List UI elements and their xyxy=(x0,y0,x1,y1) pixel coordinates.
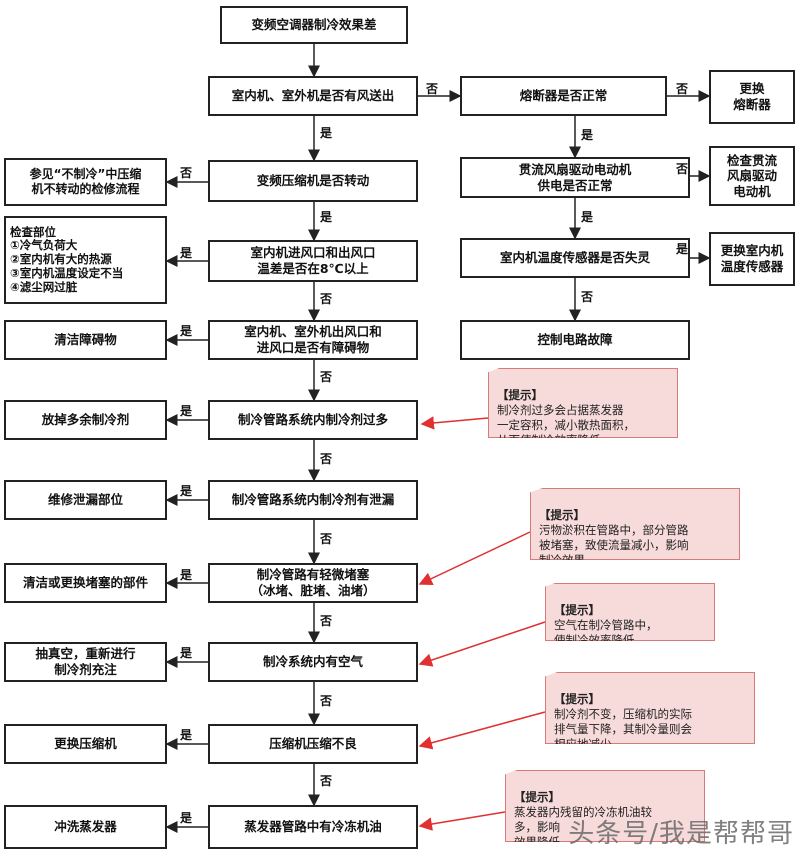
label-no: 否 xyxy=(676,162,689,176)
node-q-leak: 制冷管路系统内制冷剂有泄漏 xyxy=(208,480,418,520)
hint-note-text: 污物淤积在管路中，部分管路 被堵塞，致使流量减小，影响 制冷效果 xyxy=(539,522,689,567)
node-q-fan: 贯流风扇驱动电动机 供电是否正常 xyxy=(460,157,690,198)
label-no: 否 xyxy=(426,82,439,96)
label-no: 否 xyxy=(320,452,333,466)
label-yes: 是 xyxy=(581,128,594,142)
node-a-weak: 更换压缩机 xyxy=(4,724,167,764)
node-q-sensor: 室内机温度传感器是否失灵 xyxy=(460,238,690,278)
hint-note-title: 【提示】 xyxy=(514,789,560,804)
label-no: 否 xyxy=(320,532,333,546)
node-a-oil: 冲洗蒸发器 xyxy=(4,805,167,849)
node-q-over: 制冷管路系统内制冷剂过多 xyxy=(208,400,418,440)
node-start: 变频空调器制冷效果差 xyxy=(220,6,408,44)
hint-note-title: 【提示】 xyxy=(554,602,600,617)
node-a-over: 放掉多余制冷剂 xyxy=(4,400,167,440)
node-q-fuse: 熔断器是否正常 xyxy=(460,76,667,116)
label-yes: 是 xyxy=(581,210,594,224)
node-a-clog: 清洁或更换堵塞的部件 xyxy=(4,563,167,603)
label-yes: 是 xyxy=(180,568,193,582)
node-a-comp: 参见“不制冷”中压缩 机不转动的检修流程 xyxy=(4,158,167,206)
hint-note-text: 空气在制冷管路中， 使制冷效率降低 xyxy=(554,617,658,647)
label-yes: 是 xyxy=(320,126,333,140)
label-no: 否 xyxy=(320,370,333,384)
node-ctrl: 控制电路故障 xyxy=(460,320,690,360)
label-no: 否 xyxy=(676,82,689,96)
note-arrow-4 xyxy=(418,711,546,750)
hint-note-text: 蒸发器内残留的冷冻机油较 多，影响 效果降低 xyxy=(514,804,652,849)
label-yes: 是 xyxy=(180,246,193,260)
label-no: 否 xyxy=(581,290,594,304)
node-q-comp: 变频压缩机是否转动 xyxy=(208,160,418,202)
node-q-air: 制冷系统内有空气 xyxy=(208,642,418,682)
label-no: 否 xyxy=(320,292,333,306)
node-a-temp: 检查部位 ①冷气负荷大 ②室内机有大的热源 ③室内机温度设定不当 ④滤尘网过脏 xyxy=(4,216,167,304)
hint-note-title: 【提示】 xyxy=(497,387,543,402)
node-q-block: 室内机、室外机出风口和 进风口是否有障碍物 xyxy=(208,320,418,360)
node-q-clog: 制冷管路有轻微堵塞 （冰堵、脏堵、油堵） xyxy=(208,563,418,603)
hint-note-text: 制冷剂不变，压缩机的实际 排气量下降，其制冷量则会 相应地减少 xyxy=(554,706,692,751)
label-no: 否 xyxy=(320,614,333,628)
label-no: 否 xyxy=(180,166,193,180)
node-a-block: 清洁障碍物 xyxy=(4,320,167,360)
node-q-oil: 蒸发器管路中有冷冻机油 xyxy=(208,805,418,849)
label-yes: 是 xyxy=(180,404,193,418)
hint-note-text: 制冷剂过多会占据蒸发器 一定容积，减小散热面积， 从而使制冷效率降低 xyxy=(497,402,635,447)
hint-note-3: 【提示】空气在制冷管路中， 使制冷效率降低 xyxy=(545,583,715,641)
hint-note-5: 【提示】蒸发器内残留的冷冻机油较 多，影响 效果降低 xyxy=(505,770,705,842)
node-a-leak: 维修泄漏部位 xyxy=(4,480,167,520)
node-q-wind: 室内机、室外机是否有风送出 xyxy=(208,76,418,116)
label-yes: 是 xyxy=(180,324,193,338)
label-yes: 是 xyxy=(180,484,193,498)
label-yes: 是 xyxy=(676,242,689,256)
node-a-air: 抽真空，重新进行 制冷剂充注 xyxy=(4,642,167,682)
note-arrow-2 xyxy=(418,531,531,585)
hint-note-title: 【提示】 xyxy=(539,507,585,522)
hint-note-1: 【提示】制冷剂过多会占据蒸发器 一定容积，减小散热面积， 从而使制冷效率降低 xyxy=(488,368,678,438)
hint-note-4: 【提示】制冷剂不变，压缩机的实际 排气量下降，其制冷量则会 相应地减少 xyxy=(545,672,755,744)
label-yes: 是 xyxy=(320,210,333,224)
note-arrow-5 xyxy=(418,811,506,831)
node-a-sensor: 更换室内机 温度传感器 xyxy=(709,232,795,286)
node-q-weak: 压缩机压缩不良 xyxy=(208,724,418,764)
watermark: 头条号/我是帮帮哥 xyxy=(568,819,794,849)
node-a-fuse: 更换 熔断器 xyxy=(709,70,795,124)
label-yes: 是 xyxy=(180,728,193,742)
hint-note-title: 【提示】 xyxy=(554,691,600,706)
hint-note-2: 【提示】污物淤积在管路中，部分管路 被堵塞，致使流量减小，影响 制冷效果 xyxy=(530,488,740,560)
label-no: 否 xyxy=(320,774,333,788)
label-yes: 是 xyxy=(180,646,193,660)
label-no: 否 xyxy=(320,694,333,708)
label-yes: 是 xyxy=(180,811,193,825)
node-a-fan: 检查贯流 风扇驱动 电动机 xyxy=(709,146,795,206)
note-arrow-1 xyxy=(420,416,489,430)
node-q-temp: 室内机进风口和出风口 温差是否在8℃以上 xyxy=(208,240,418,282)
note-arrow-3 xyxy=(418,621,546,667)
